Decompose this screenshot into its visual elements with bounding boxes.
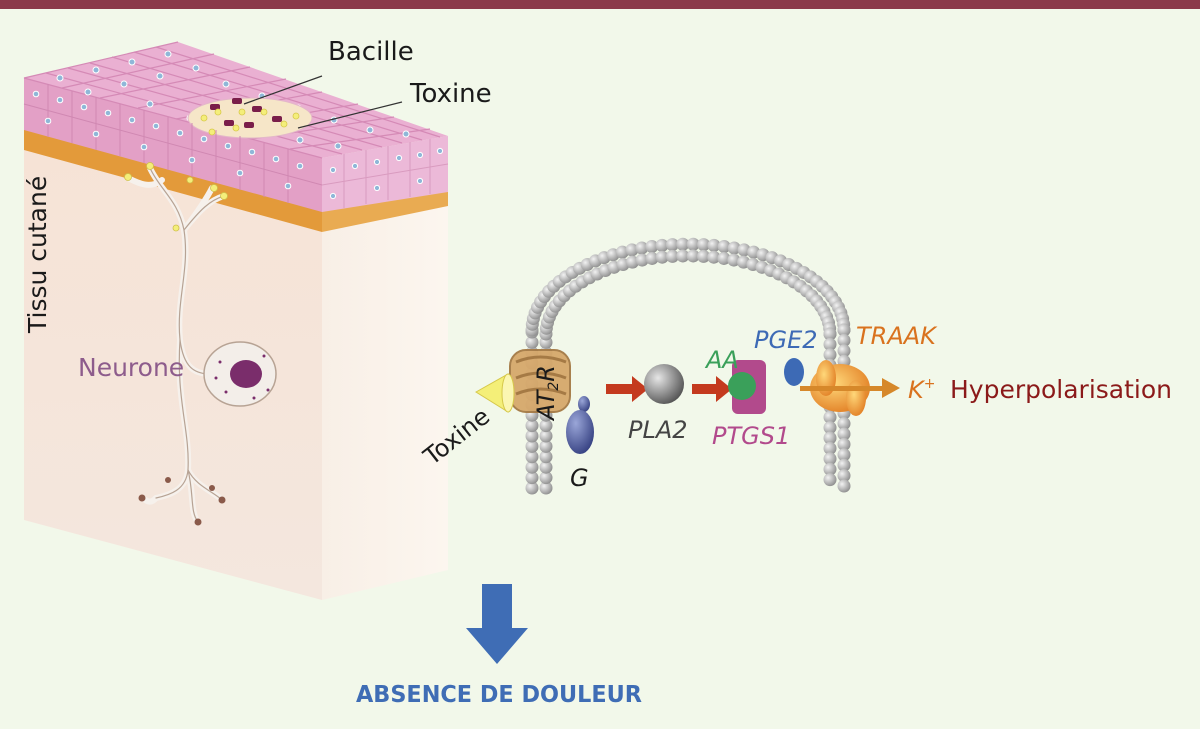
- toxin-dots: [200, 108, 300, 136]
- membrane-bead: [525, 429, 539, 443]
- bacilli: [210, 98, 282, 128]
- membrane-bead: [697, 238, 711, 252]
- dermis-front-face: [24, 140, 322, 600]
- membrane-bead: [686, 237, 700, 251]
- skin-tissue-block: [23, 41, 449, 600]
- membrane-bead: [707, 238, 721, 252]
- membrane-bead: [837, 479, 851, 493]
- membrane-bead: [727, 241, 741, 255]
- membrane-bead: [676, 249, 690, 263]
- membrane-bead: [727, 253, 741, 267]
- k-ion-label: K+: [908, 376, 935, 404]
- arrow-pla2-to-ptgs1: [692, 376, 732, 402]
- k-efflux-arrow: [800, 378, 900, 398]
- membrane-bead: [655, 238, 669, 252]
- membrane-bead: [676, 237, 690, 251]
- membrane-bead: [697, 249, 711, 263]
- membrane-bead: [823, 410, 837, 424]
- toxin-molecule-icon: [475, 373, 515, 413]
- membrane-bead: [525, 439, 539, 453]
- down-arrow-icon: [466, 584, 528, 664]
- top-border-bar: [0, 0, 1200, 9]
- toxine-callout-line: [297, 101, 403, 129]
- bacille-callout-line: [243, 75, 323, 105]
- membrane-bead: [525, 419, 539, 433]
- membrane-bead: [823, 452, 837, 466]
- toxine-top-label: Toxine: [409, 79, 492, 109]
- aa-molecule: [728, 372, 756, 400]
- membrane-bead: [645, 240, 659, 254]
- nerve-endings: [138, 477, 226, 526]
- side-cell-grid: [321, 139, 449, 208]
- side-cell-nuclei: [329, 147, 444, 200]
- membrane-bead: [525, 460, 539, 474]
- membrane-bead: [717, 251, 731, 265]
- membrane-bead: [665, 249, 679, 263]
- dermis-side-face: [322, 190, 448, 600]
- membrane-bead: [837, 437, 851, 451]
- membrane-bead: [665, 238, 679, 252]
- membrane-bead: [837, 333, 851, 347]
- membrane-bead: [837, 417, 851, 431]
- membrane-bead: [635, 241, 649, 255]
- membrane-bead: [525, 335, 539, 349]
- membrane-bead: [823, 327, 837, 341]
- membrane-bead: [525, 471, 539, 485]
- membrane-bead: [539, 471, 553, 485]
- membrane-bead: [539, 450, 553, 464]
- g-protein-label: G: [570, 464, 589, 492]
- membrane-bead: [837, 323, 851, 337]
- hyperpolarisation-label: Hyperpolarisation: [950, 375, 1172, 404]
- membrane-bead: [539, 460, 553, 474]
- membrane-bead: [823, 421, 837, 435]
- neuron-granules: [214, 354, 270, 400]
- membrane-bead: [823, 473, 837, 487]
- membrane-bead: [625, 255, 639, 269]
- arrow-at2r-to-pla2: [606, 376, 648, 402]
- pla2-label: PLA2: [628, 416, 688, 444]
- membrane-bead: [539, 429, 553, 443]
- membrane-bead: [823, 337, 837, 351]
- membrane-bead: [635, 253, 649, 267]
- neuron-nucleus: [230, 360, 262, 388]
- at2r-label: AT2R: [532, 365, 562, 422]
- membrane-bead: [707, 250, 721, 264]
- membrane-bead: [837, 469, 851, 483]
- ptgs1-label: PTGS1: [712, 422, 790, 450]
- aa-label: AA: [704, 346, 739, 374]
- membrane-bead: [525, 450, 539, 464]
- membrane-bead: [539, 481, 553, 495]
- traak-label: TRAAK: [856, 322, 938, 350]
- membrane-bead: [539, 439, 553, 453]
- pge2-molecule: [784, 358, 804, 386]
- membrane-bead: [837, 458, 851, 472]
- membrane-bead: [645, 251, 659, 265]
- membrane-bead: [837, 448, 851, 462]
- membrane-bead: [823, 462, 837, 476]
- membrane-bead: [539, 419, 553, 433]
- pla2-sphere: [644, 364, 684, 404]
- neurone-label: Neurone: [78, 353, 184, 382]
- membrane-bead: [823, 441, 837, 455]
- front-cell-nuclei: [32, 90, 304, 190]
- absence-de-douleur-label: ABSENCE DE DOULEUR: [356, 682, 642, 708]
- membrane-bead: [525, 481, 539, 495]
- front-cell-grid: [23, 84, 323, 203]
- membrane-bead: [837, 344, 851, 358]
- tissu-cutane-label: Tissu cutané: [23, 176, 52, 334]
- membrane-bead: [686, 249, 700, 263]
- neuron-terminals-toxin: [124, 162, 228, 232]
- membrane-bead: [717, 240, 731, 254]
- g-protein: [566, 396, 594, 454]
- membrane-bead: [655, 250, 669, 264]
- pge2-label: PGE2: [754, 326, 818, 354]
- membrane-bead: [823, 348, 837, 362]
- membrane-bead: [837, 427, 851, 441]
- membrane-bead: [823, 431, 837, 445]
- bacille-label: Bacille: [328, 37, 414, 67]
- membrane-bead: [625, 243, 639, 257]
